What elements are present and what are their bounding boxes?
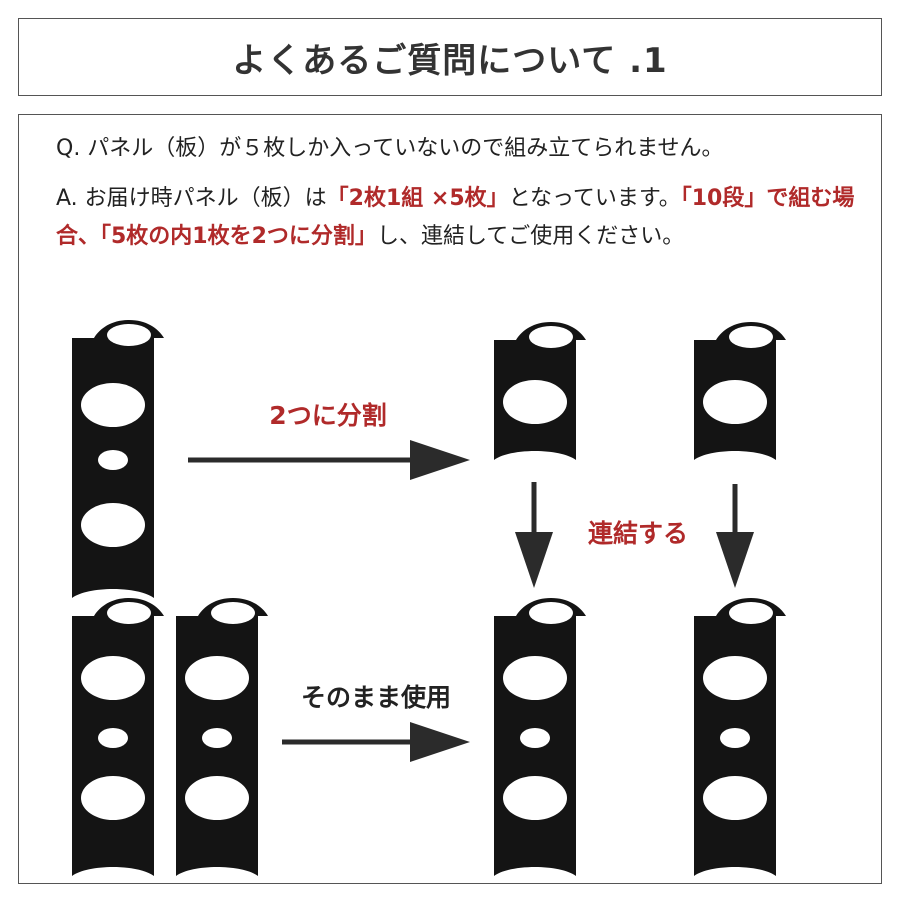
panel-full-left [72,320,164,598]
answer-highlight-1: 「2枚1組 ×5枚」 [326,186,509,211]
panel-bottom-4 [694,598,786,876]
label-split: 2つに分割 [269,401,386,430]
panel-hole [729,326,773,348]
panel-hole [185,656,249,700]
panel-hole [720,728,750,748]
panel-hole [703,380,767,424]
panel-hole [703,776,767,820]
panel-hole [81,776,145,820]
arrow-use-as-is [282,722,470,762]
panel-hole [703,656,767,700]
panel-hole [503,656,567,700]
arrow-split [188,440,470,480]
panel-hole [503,776,567,820]
panel-bottom-3 [494,598,586,876]
panel-hole [185,776,249,820]
panel-half-2 [694,322,786,460]
panel-hole [529,602,573,624]
answer-mid: となっています。 [508,186,681,211]
panel-hole [503,380,567,424]
panel-hole [211,602,255,624]
panel-hole [202,728,232,748]
arrow-down-right [716,484,754,588]
panel-hole [81,383,145,427]
title-box: よくあるご質問について .1 [18,18,882,96]
question-text: Q. パネル（板）が５枚しか入っていないので組み立てられません。 [56,136,724,161]
panel-hole [107,602,151,624]
panel-hole [81,656,145,700]
page-title: よくあるご質問について .1 [232,40,668,81]
panel-half-1 [494,322,586,460]
answer-highlight-2: 「10段」で組む場合、「5枚の内1枚を2つに分割」 [56,186,855,249]
panel-bottom-1 [72,598,164,876]
panel-hole [98,728,128,748]
label-connect: 連結する [588,519,688,548]
arrow-down-left [515,482,553,588]
label-use-as-is: そのまま使用 [301,683,451,712]
content-box [18,114,882,884]
panel-hole [520,728,550,748]
panel-hole [729,602,773,624]
panel-hole [98,450,128,470]
panel-hole [529,326,573,348]
panel-hole [107,324,151,346]
answer-text: A. お届け時パネル（板）は「2枚1組 ×5枚」となっています。「10段」で組む… [56,180,856,256]
answer-prefix: A. お届け時パネル（板）は [56,186,327,211]
answer-suffix: し、連結してご使用ください。 [376,224,685,249]
panel-hole [81,503,145,547]
panel-bottom-2 [176,598,268,876]
